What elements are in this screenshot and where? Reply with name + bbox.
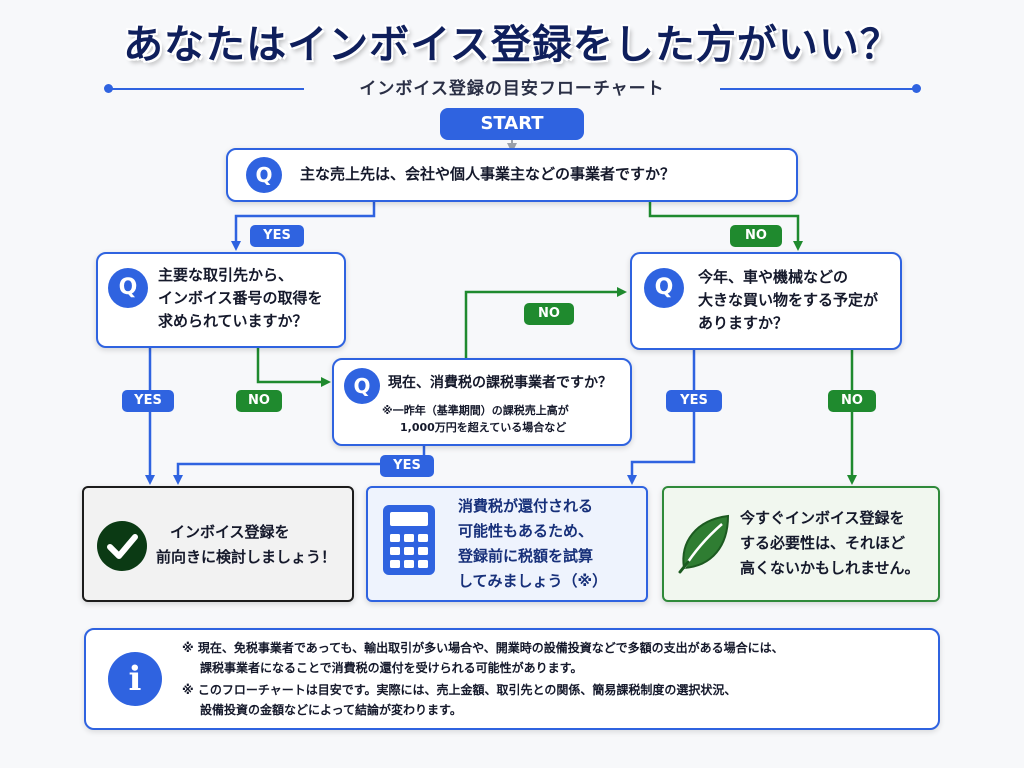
info-line: ※ このフローチャートは目安です。実際には、売上金額、取引先との関係、簡易課税制…: [182, 683, 737, 697]
info-line: ※ 現在、免税事業者であっても、輸出取引が多い場合や、開業時の設備投資などで多額…: [182, 641, 784, 655]
no-label: NO: [236, 390, 282, 412]
question-icon: Q: [344, 368, 380, 404]
result-2-line: してみましょう（※）: [458, 572, 608, 590]
result-3-line: 今すぐインボイス登録を: [740, 509, 905, 527]
arrow-q1-no: [648, 202, 803, 251]
info-line: 設備投資の金額などによって結論が変わります。: [200, 703, 462, 717]
question-2-text: 主要な取引先から、 インボイス番号の取得を 求められていますか？: [158, 264, 342, 333]
info-line: 課税事業者になることで消費税の還付を受けられる可能性があります。: [200, 661, 583, 675]
info-text: ※ 現在、免税事業者であっても、輸出取引が多い場合や、開業時の設備投資などで多額…: [182, 638, 934, 720]
result-3-text: 今すぐインボイス登録を する必要性は、それほど 高くないかもしれません。: [740, 506, 938, 581]
arrow-q3-no: [464, 287, 627, 358]
result-2-line: 消費税が還付される: [458, 497, 594, 515]
result-1-text: インボイス登録を 前向きに検討しましょう！: [156, 520, 352, 570]
arrow-q2-no: [256, 348, 331, 387]
question-icon: Q: [644, 268, 684, 308]
question-2-line: 主要な取引先から、: [158, 266, 294, 284]
result-2-line: 可能性もあるため、: [458, 522, 594, 540]
result-2-line: 登録前に税額を試算: [458, 547, 594, 565]
no-label: NO: [828, 390, 876, 412]
result-1-line: 前向きに検討しましょう！: [156, 548, 337, 566]
subtitle-rule-right: [720, 88, 916, 90]
info-note-box: i ※ 現在、免税事業者であっても、輸出取引が多い場合や、開業時の設備投資などで…: [84, 628, 940, 730]
calculator-icon: [383, 505, 435, 575]
subtitle-dot-left: [104, 84, 113, 93]
check-icon: [97, 521, 147, 571]
question-2-line: インボイス番号の取得を: [158, 289, 323, 307]
question-4-line: 大きな買い物をする予定が: [698, 291, 879, 309]
subtitle-dot-right: [912, 84, 921, 93]
page-title: あなたはインボイス登録をした方がいい？: [123, 22, 901, 68]
info-icon: i: [108, 652, 162, 706]
page-subtitle: インボイス登録の目安フローチャート: [359, 79, 665, 99]
arrow-q1-yes: [231, 202, 376, 251]
question-2-line: 求められていますか？: [158, 312, 308, 330]
question-4-box: Q 今年、車や機械などの 大きな買い物をする予定が ありますか？: [630, 252, 902, 350]
yes-label: YES: [666, 390, 722, 412]
question-3-text: 現在、消費税の課税事業者ですか？: [388, 375, 612, 391]
result-1-box: インボイス登録を 前向きに検討しましょう！: [82, 486, 354, 602]
question-4-line: ありますか？: [698, 314, 789, 332]
result-2-box: 消費税が還付される 可能性もあるため、 登録前に税額を試算 してみましょう（※）: [366, 486, 648, 602]
yes-label: YES: [122, 390, 174, 412]
no-label: NO: [524, 303, 574, 325]
result-1-line: インボイス登録を: [170, 523, 290, 541]
subtitle-rule-left: [108, 88, 304, 90]
yes-label: YES: [380, 455, 434, 477]
question-1-text: 主な売上先は、会社や個人事業主などの事業者ですか？: [300, 165, 676, 183]
question-3-note-line: 1,000万円を超えている場合など: [400, 421, 567, 434]
result-3-box: 今すぐインボイス登録を する必要性は、それほど 高くないかもしれません。: [662, 486, 940, 602]
question-3-box: Q 現在、消費税の課税事業者ですか？ ※一昨年（基準期間）の課税売上高が 1,0…: [332, 358, 632, 446]
leaf-icon: [678, 514, 730, 574]
question-3-note-line: ※一昨年（基準期間）の課税売上高が: [382, 404, 569, 417]
arrow-q4-yes: [627, 350, 696, 485]
result-3-line: する必要性は、それほど: [740, 534, 906, 552]
question-icon: Q: [108, 268, 148, 308]
question-1-box: Q 主な売上先は、会社や個人事業主などの事業者ですか？: [226, 148, 798, 202]
question-4-line: 今年、車や機械などの: [698, 268, 849, 286]
question-4-text: 今年、車や機械などの 大きな買い物をする予定が ありますか？: [698, 266, 898, 335]
result-2-text: 消費税が還付される 可能性もあるため、 登録前に税額を試算 してみましょう（※）: [458, 494, 644, 594]
question-icon: Q: [246, 157, 282, 193]
start-node: START: [440, 108, 584, 140]
yes-label: YES: [250, 225, 304, 247]
result-3-line: 高くないかもしれません。: [740, 559, 920, 577]
question-3-note: ※一昨年（基準期間）の課税売上高が 1,000万円を超えている場合など: [382, 402, 632, 436]
question-2-box: Q 主要な取引先から、 インボイス番号の取得を 求められていますか？: [96, 252, 346, 348]
no-label: NO: [730, 225, 782, 247]
